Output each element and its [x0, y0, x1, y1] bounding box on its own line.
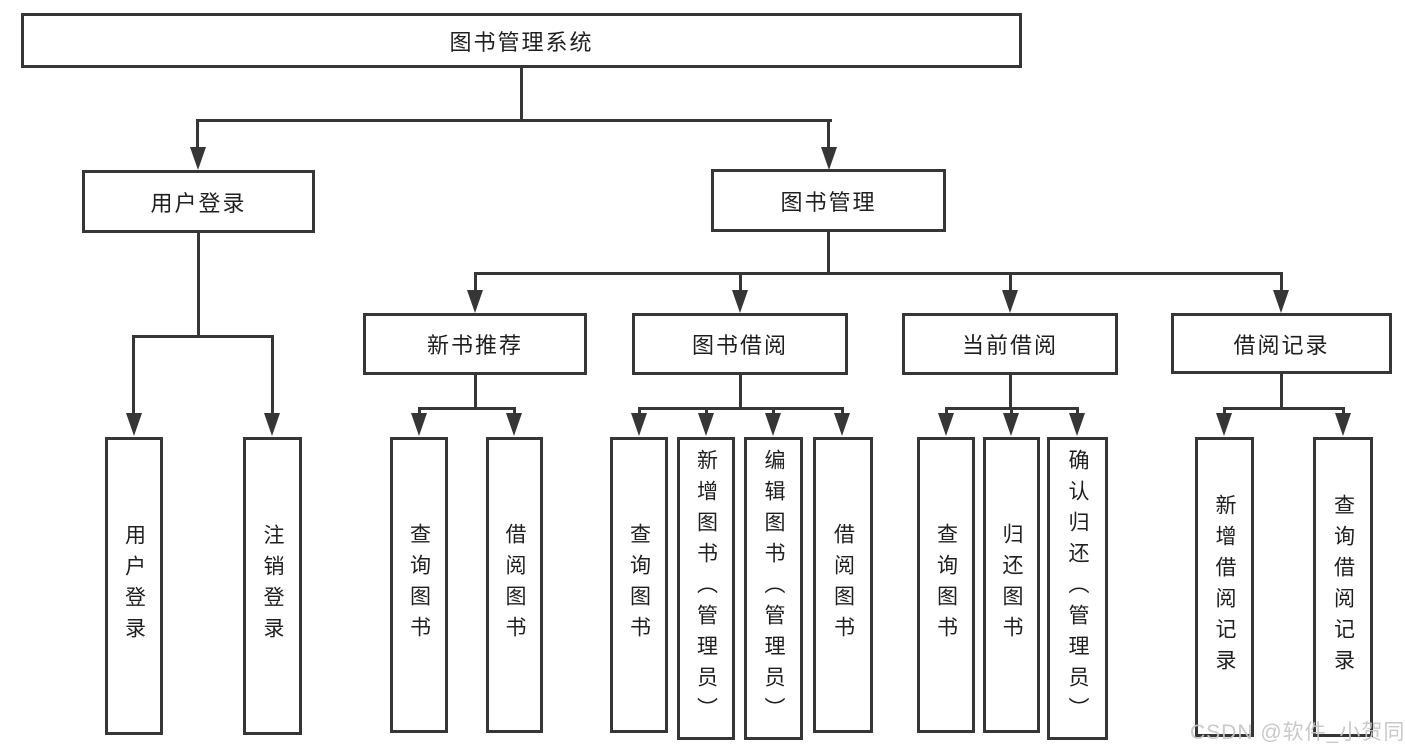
arrowhead-rc2 [1335, 413, 1351, 436]
leaf-cb-query-books-label: 查询图书 [934, 523, 958, 647]
edge-drop-cb1 [945, 407, 948, 416]
edge-root-bar [196, 119, 832, 122]
arrowhead-bb3 [765, 413, 781, 436]
arrowhead-current-borrow [1002, 290, 1018, 313]
leaf-rc-add-borrow-record-label: 新增借阅记录 [1213, 494, 1236, 680]
leaf-bb-query-books: 查询图书 [610, 437, 668, 733]
edge-drop-cb3 [1076, 407, 1079, 416]
edge-new-book-stem [474, 375, 477, 407]
leaf-logout-label: 注销登录 [261, 524, 284, 648]
node-new-book-recommend-label: 新书推荐 [426, 333, 523, 358]
edge-book-management-bar [474, 272, 1282, 275]
arrowhead-cb1 [938, 413, 954, 436]
edge-book-management-stem [827, 232, 830, 272]
arrowhead-cb3 [1069, 413, 1085, 436]
edge-root-stem [520, 68, 523, 119]
leaf-user-login: 用户登录 [105, 437, 163, 735]
leaf-cb-query-books: 查询图书 [917, 437, 975, 733]
arrowhead-nb1 [411, 413, 427, 436]
node-root-label: 图书管理系统 [449, 29, 594, 55]
edge-drop-bb3 [772, 407, 775, 416]
edge-borrow-records-stem [1280, 374, 1283, 407]
node-borrow-records-label: 借阅记录 [1233, 332, 1330, 358]
node-book-management: 图书管理 [711, 169, 946, 232]
arrowhead-bb2 [698, 413, 714, 436]
node-user-login-label: 用户登录 [150, 190, 247, 216]
edge-user-login-stem [197, 233, 200, 335]
leaf-bb-borrow-books-label: 借阅图书 [831, 523, 855, 647]
arrowhead-logout-leaf [264, 413, 280, 436]
edge-drop-nb2 [513, 407, 516, 416]
edge-drop-new-book [474, 272, 477, 292]
edge-drop-user-login [196, 119, 199, 149]
arrowhead-new-book [467, 290, 483, 313]
node-book-borrow-label: 图书借阅 [691, 333, 788, 358]
edge-user-login-bar [132, 335, 274, 338]
leaf-nb-query-books: 查询图书 [390, 437, 448, 733]
edge-new-book-bar [418, 407, 515, 410]
node-current-borrow-label: 当前借阅 [961, 333, 1058, 358]
arrowhead-nb2 [506, 413, 522, 436]
edge-drop-bb4 [841, 407, 844, 416]
arrowhead-cb2 [1003, 413, 1019, 436]
edge-drop-rc2 [1342, 407, 1345, 416]
arrowhead-login-leaf [126, 413, 142, 436]
leaf-bb-borrow-books: 借阅图书 [813, 437, 873, 733]
leaf-bb-edit-books-admin-label: 编辑图书（管理员） [762, 449, 785, 728]
leaf-rc-query-borrow-record-label: 查询借阅记录 [1331, 494, 1355, 680]
leaf-nb-borrow-books: 借阅图书 [486, 437, 543, 733]
node-current-borrow: 当前借阅 [902, 313, 1118, 375]
edge-drop-book-management [827, 119, 830, 149]
edge-drop-borrow-records [1280, 272, 1283, 292]
edge-book-borrow-bar [638, 407, 843, 410]
csdn-watermark: CSDN @软件_小贺同学 [1190, 721, 1405, 744]
edge-drop-rc1 [1223, 407, 1226, 416]
arrowhead-borrow-records [1273, 290, 1289, 313]
node-root: 图书管理系统 [21, 13, 1022, 68]
node-new-book-recommend: 新书推荐 [363, 313, 587, 375]
node-borrow-records: 借阅记录 [1171, 313, 1392, 374]
leaf-cb-confirm-return-admin-label: 确认归还（管理员） [1066, 449, 1089, 728]
leaf-rc-add-borrow-record: 新增借阅记录 [1195, 437, 1254, 737]
arrowhead-rc1 [1216, 413, 1232, 436]
arrowhead-user-login [190, 147, 206, 170]
leaf-user-login-label: 用户登录 [122, 524, 146, 648]
edge-drop-cb2 [1010, 407, 1013, 416]
arrowhead-book-management [821, 147, 837, 170]
leaf-logout: 注销登录 [243, 437, 302, 735]
leaf-bb-add-books-admin: 新增图书（管理员） [677, 437, 735, 740]
leaf-bb-add-books-admin-label: 新增图书（管理员） [694, 449, 718, 728]
leaf-cb-return-books: 归还图书 [983, 437, 1040, 733]
leaf-bb-edit-books-admin: 编辑图书（管理员） [744, 437, 803, 740]
arrowhead-bb4 [834, 413, 850, 436]
edge-current-borrow-stem [1009, 375, 1012, 407]
edge-book-borrow-stem [739, 375, 742, 407]
leaf-bb-query-books-label: 查询图书 [627, 523, 651, 647]
leaf-rc-query-borrow-record: 查询借阅记录 [1313, 437, 1373, 737]
edge-drop-logout-leaf [271, 335, 274, 415]
edge-drop-current-borrow [1009, 272, 1012, 292]
edge-drop-book-borrow [739, 272, 742, 292]
leaf-nb-borrow-books-label: 借阅图书 [503, 523, 526, 647]
node-book-management-label: 图书管理 [780, 189, 877, 215]
edge-drop-bb1 [638, 407, 641, 416]
edge-drop-login-leaf [132, 335, 135, 415]
arrowhead-book-borrow [732, 290, 748, 313]
leaf-cb-return-books-label: 归还图书 [1000, 523, 1023, 647]
arrowhead-bb1 [631, 413, 647, 436]
edge-drop-bb2 [705, 407, 708, 416]
edge-drop-nb1 [418, 407, 421, 416]
node-book-borrow: 图书借阅 [632, 313, 848, 375]
node-user-login: 用户登录 [82, 170, 315, 233]
edge-borrow-records-bar [1223, 407, 1344, 410]
leaf-nb-query-books-label: 查询图书 [407, 523, 431, 647]
leaf-cb-confirm-return-admin: 确认归还（管理员） [1047, 437, 1108, 740]
